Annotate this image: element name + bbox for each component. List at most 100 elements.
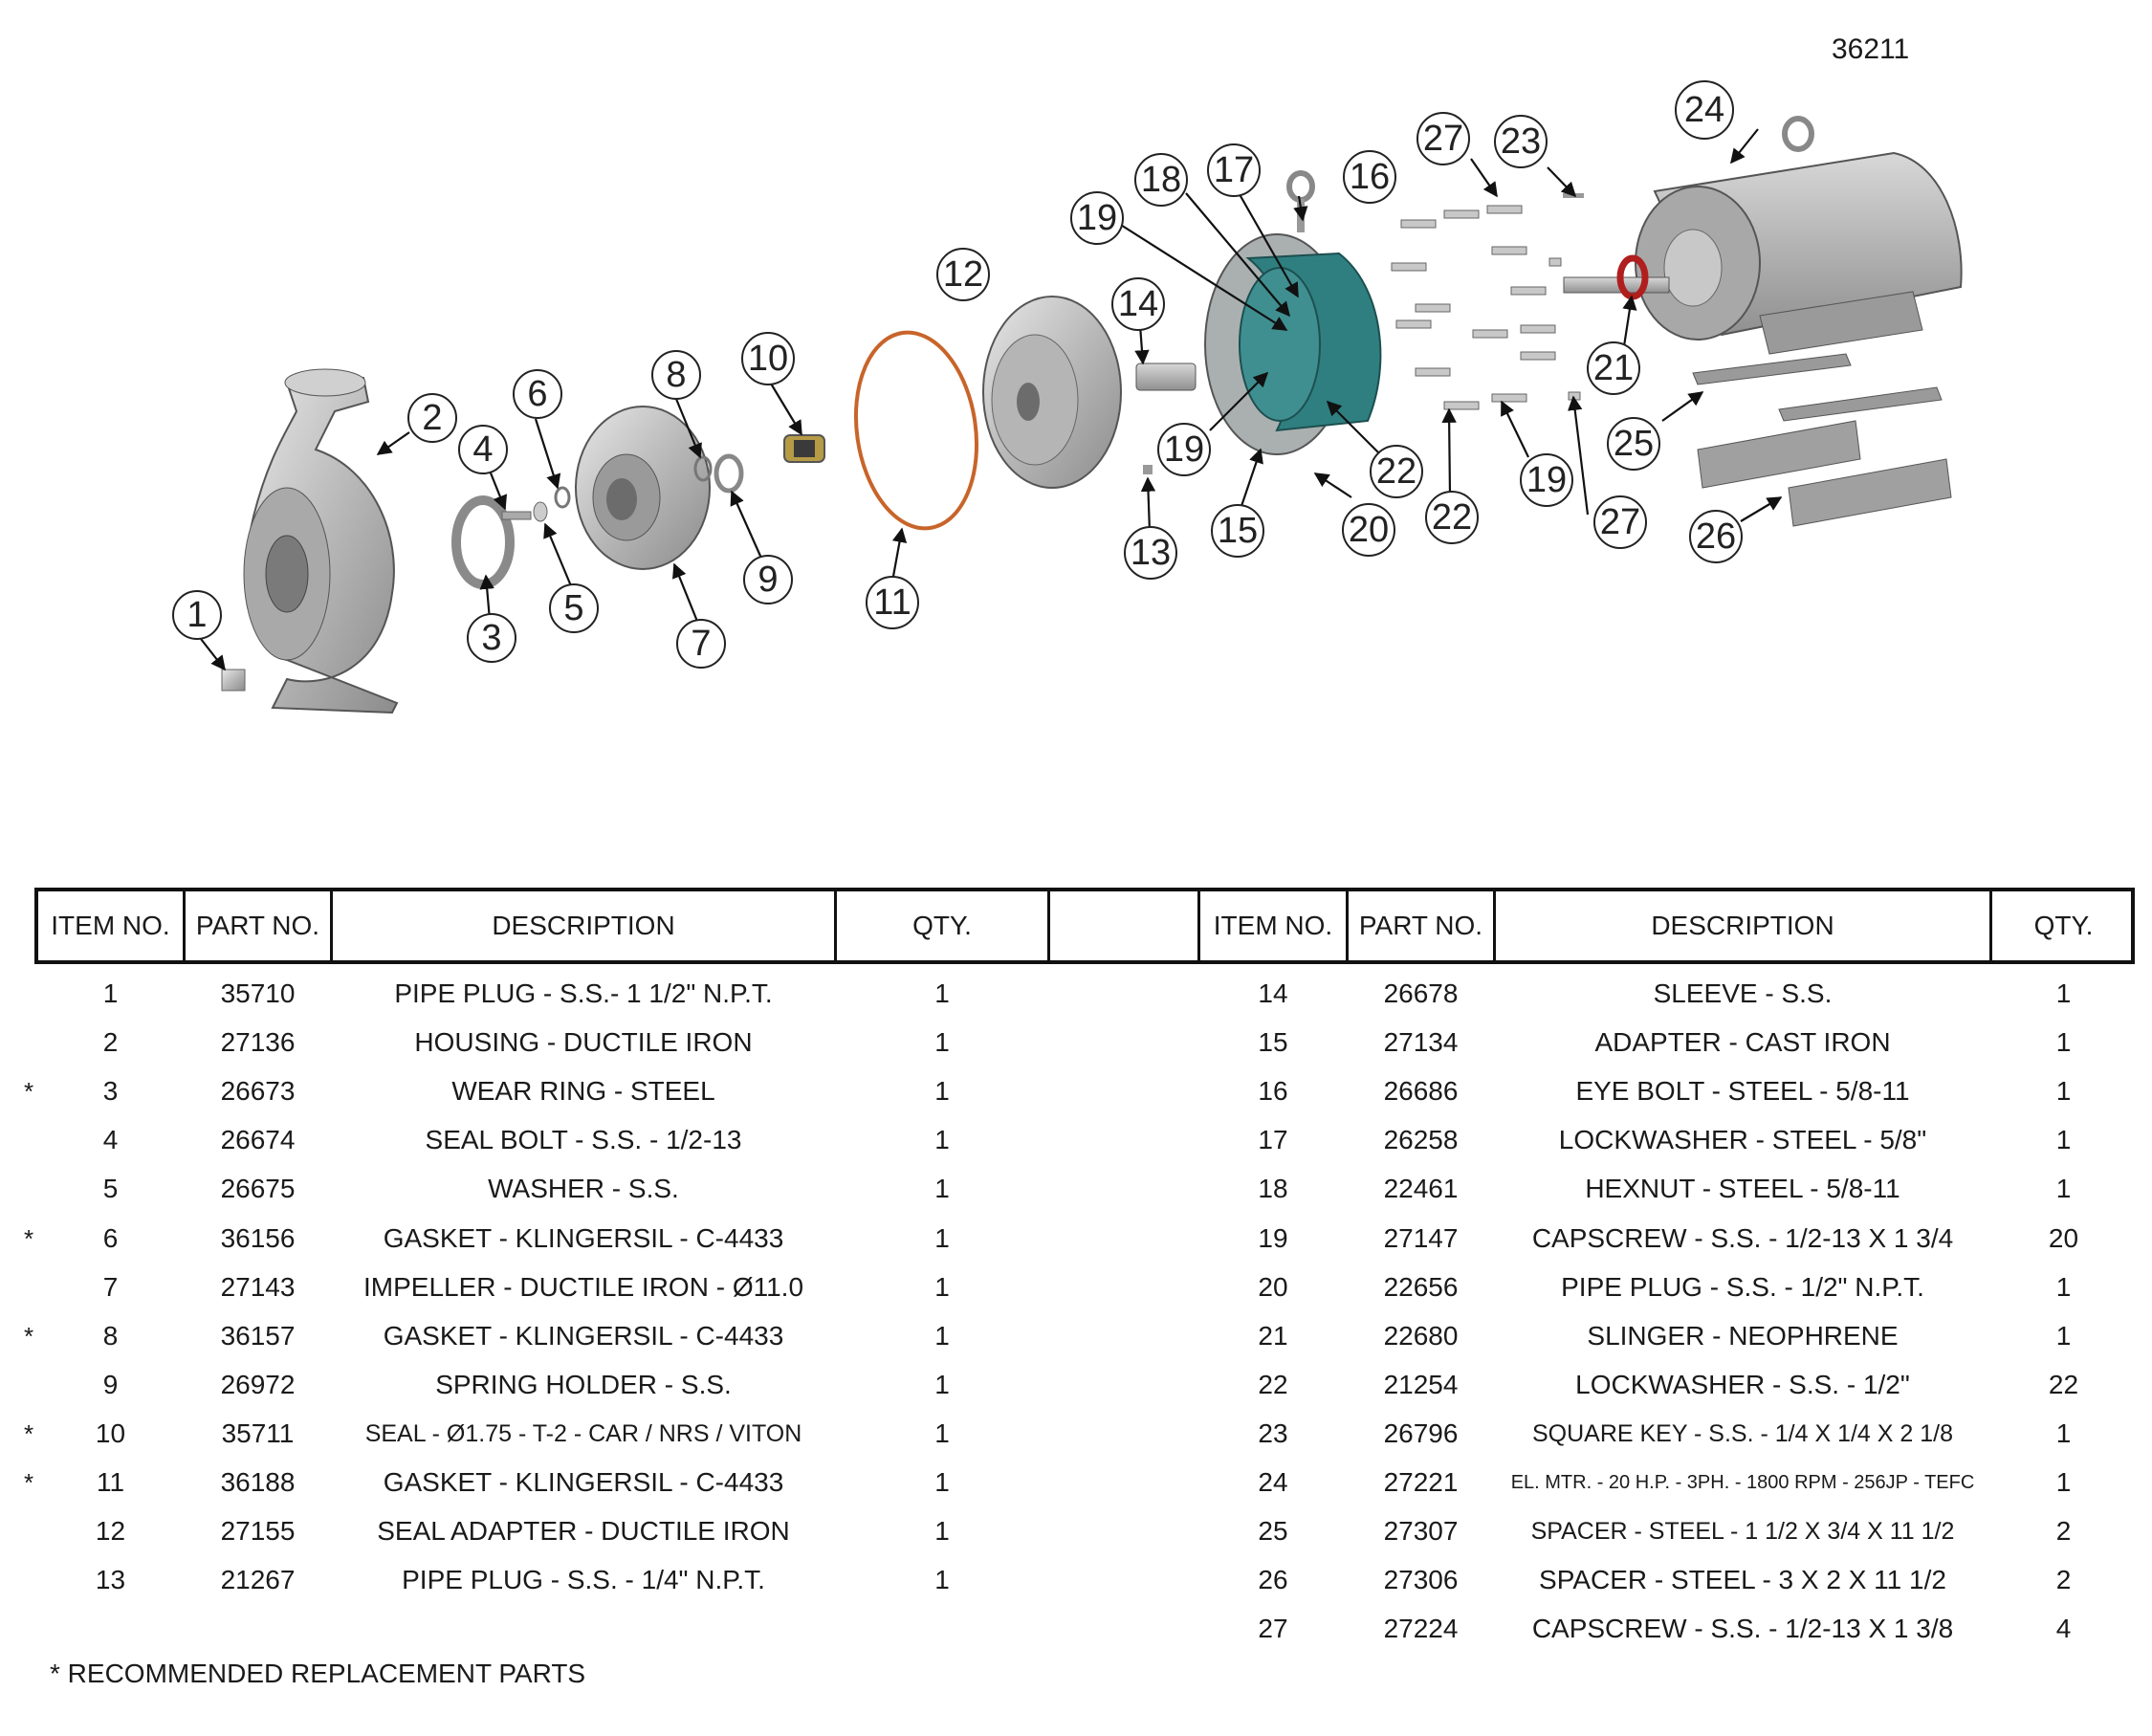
left-desc-cell: GASKET - KLINGERSIL - C-4433: [383, 1222, 784, 1253]
right-part-cell: 27221: [1383, 1467, 1459, 1497]
left-part-cell: 26675: [220, 1174, 296, 1204]
header-divider: [183, 888, 186, 964]
right-qty-cell: 1: [2055, 1417, 2072, 1448]
right-item-cell: 18: [1258, 1174, 1288, 1204]
left-item-cell: 7: [102, 1271, 119, 1302]
replacement-marker: [19, 1512, 38, 1550]
header-description-left: DESCRIPTION: [492, 911, 675, 940]
svg-text:23: 23: [1501, 121, 1541, 162]
right-part-cell: 27147: [1383, 1222, 1459, 1253]
pipe-plug-part-13: [1143, 465, 1153, 474]
callout-7: 7: [676, 619, 726, 669]
right-desc-cell: SPACER - STEEL - 1 1/2 X 3/4 X 11 1/2: [1530, 1518, 1955, 1546]
capscrews-part-19-22-27: [1391, 205, 1581, 410]
right-item-cell: 23: [1258, 1417, 1288, 1448]
right-part-cell: 26678: [1383, 978, 1459, 1008]
svg-text:21: 21: [1593, 348, 1634, 388]
callout-19-b: 19: [1157, 423, 1211, 476]
right-qty-cell: 2: [2055, 1565, 2072, 1595]
leader-lines: [200, 128, 1783, 671]
right-item-cell: 26: [1258, 1565, 1288, 1595]
left-part-cell: 21267: [220, 1565, 296, 1595]
callout-5: 5: [549, 583, 599, 633]
replacement-marker: [19, 1121, 38, 1159]
washer-part-5: [533, 501, 548, 522]
callout-8: 8: [651, 350, 701, 400]
svg-text:20: 20: [1349, 510, 1389, 550]
svg-text:2: 2: [422, 398, 442, 438]
right-qty-cell: 1: [2055, 1174, 2072, 1204]
svg-text:25: 25: [1614, 424, 1654, 464]
replacement-marker: *: [23, 1321, 34, 1351]
left-item-cell: 8: [102, 1320, 119, 1351]
header-divider: [1197, 888, 1200, 964]
seal-adapter-part-12: [982, 296, 1122, 489]
callout-23: 23: [1494, 115, 1548, 168]
gasket-part-11: [853, 330, 979, 531]
callout-13: 13: [1124, 526, 1177, 580]
svg-text:1: 1: [187, 595, 207, 635]
svg-text:22: 22: [1432, 497, 1472, 538]
right-part-cell: 26796: [1383, 1417, 1459, 1448]
svg-text:16: 16: [1350, 157, 1390, 197]
right-desc-cell: SQUARE KEY - S.S. - 1/4 X 1/4 X 2 1/8: [1531, 1419, 1953, 1447]
left-item-cell: 4: [102, 1125, 119, 1155]
svg-text:19: 19: [1164, 429, 1204, 470]
gasket-part-6: [554, 486, 571, 509]
right-part-cell: 22680: [1383, 1320, 1459, 1351]
callout-12: 12: [936, 248, 990, 301]
right-item-cell: 25: [1258, 1516, 1288, 1547]
left-desc-cell: WASHER - S.S.: [488, 1174, 679, 1204]
header-divider: [330, 888, 333, 964]
right-item-cell: 16: [1258, 1076, 1288, 1107]
exploded-view-diagram: 1 2 3 4 5 6 7 8 9 10 11 12 13 14 15 16 1…: [172, 80, 1963, 714]
left-qty-cell: 1: [934, 1516, 950, 1547]
right-qty-cell: 2: [2055, 1516, 2072, 1547]
right-item-cell: 22: [1258, 1369, 1288, 1399]
left-part-cell: 35711: [221, 1417, 295, 1448]
svg-text:11: 11: [873, 582, 911, 623]
left-desc-cell: PIPE PLUG - S.S. - 1/4" N.P.T.: [402, 1565, 765, 1595]
right-qty-cell: 1: [2055, 978, 2072, 1008]
right-desc-cell: LOCKWASHER - STEEL - 5/8": [1558, 1125, 1927, 1155]
replacement-marker: [19, 1366, 38, 1404]
svg-text:27: 27: [1600, 502, 1640, 542]
header-part-no-left: PART NO.: [195, 911, 320, 940]
left-qty-cell: 1: [934, 1174, 950, 1204]
drawing-number: 36211: [1832, 33, 1910, 65]
left-part-cell: 35710: [220, 978, 296, 1008]
svg-text:5: 5: [563, 588, 583, 628]
right-part-cell: 22656: [1383, 1271, 1459, 1302]
seal-bolt-part-4: [501, 511, 532, 520]
right-part-cell: 21254: [1383, 1369, 1459, 1399]
table-header-frame: [34, 888, 2135, 964]
callout-4: 4: [458, 425, 508, 474]
svg-text:24: 24: [1684, 90, 1724, 130]
right-qty-cell: 22: [2048, 1369, 2079, 1399]
header-qty-right: QTY.: [2033, 911, 2094, 940]
callout-26: 26: [1689, 510, 1743, 563]
left-item-cell: 13: [95, 1565, 126, 1595]
right-item-cell: 20: [1258, 1271, 1288, 1302]
left-desc-cell: GASKET - KLINGERSIL - C-4433: [383, 1320, 784, 1351]
header-qty-left: QTY.: [912, 911, 972, 940]
header-item-no-right: ITEM NO.: [1213, 911, 1333, 940]
right-part-cell: 22461: [1383, 1174, 1459, 1204]
spring-holder-part-9: [714, 453, 744, 494]
right-item-cell: 15: [1258, 1027, 1288, 1058]
left-part-cell: 27155: [220, 1516, 296, 1547]
left-item-cell: 6: [102, 1222, 119, 1253]
left-item-cell: 12: [95, 1516, 126, 1547]
left-item-cell: 3: [102, 1076, 119, 1107]
svg-text:10: 10: [748, 339, 788, 379]
left-qty-cell: 1: [934, 1369, 950, 1399]
impeller-part-7: [575, 406, 711, 570]
svg-text:14: 14: [1118, 284, 1158, 324]
callout-24: 24: [1675, 80, 1734, 140]
callout-19-a: 19: [1070, 191, 1124, 245]
left-qty-cell: 1: [934, 1027, 950, 1058]
svg-text:3: 3: [481, 618, 501, 658]
left-desc-cell: SEAL - Ø1.75 - T-2 - CAR / NRS / VITON: [364, 1419, 802, 1447]
callout-2: 2: [407, 393, 457, 443]
pipe-plug-part-1: [221, 669, 246, 692]
